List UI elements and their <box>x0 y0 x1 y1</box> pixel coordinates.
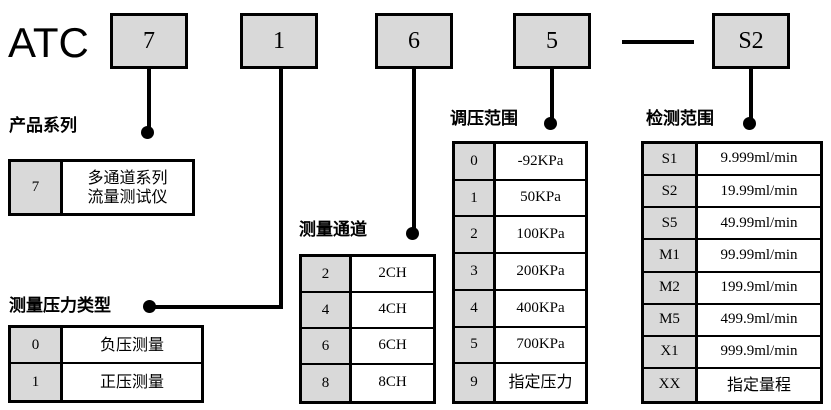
table-row[interactable]: X1 999.9ml/min <box>644 336 820 369</box>
table-row[interactable]: M1 99.99ml/min <box>644 240 820 273</box>
connector-dot-pressure-type <box>143 300 156 313</box>
table-cell-key: XX <box>644 368 698 401</box>
table-row[interactable]: 1 正压测量 <box>11 364 201 400</box>
table-cell-key: 6 <box>302 329 352 363</box>
table-cell-key: 4 <box>455 290 496 326</box>
table-cell-key: 7 <box>11 162 63 213</box>
table-cell-value: 8CH <box>352 365 433 401</box>
table-cell-value: 4CH <box>352 293 433 327</box>
table-cell-value: 99.99ml/min <box>698 240 820 271</box>
table-series: 7 多通道系列 流量测试仪 <box>8 159 195 216</box>
table-cell-key: S5 <box>644 208 698 239</box>
table-cell-key: 8 <box>302 365 352 401</box>
table-cell-value: 499.9ml/min <box>698 304 820 335</box>
table-row[interactable]: S2 19.99ml/min <box>644 176 820 209</box>
connector-line-detection-range <box>749 69 753 123</box>
table-cell-key: M2 <box>644 272 698 303</box>
table-cell-value: 400KPa <box>496 290 585 326</box>
table-row[interactable]: 4 400KPa <box>455 290 585 328</box>
table-cell-key: M1 <box>644 240 698 271</box>
table-cell-key: 3 <box>455 254 496 289</box>
table-row[interactable]: 5 700KPa <box>455 327 585 365</box>
section-title-channels: 测量通道 <box>299 220 367 240</box>
section-title-pressure-type: 测量压力类型 <box>9 296 111 316</box>
table-cell-key: 5 <box>455 327 496 363</box>
table-cell-value: 19.99ml/min <box>698 176 820 207</box>
code-box-channels[interactable]: 6 <box>375 13 453 69</box>
table-row[interactable]: 9 指定压力 <box>455 364 585 401</box>
table-row[interactable]: 3 200KPa <box>455 254 585 291</box>
code-box-detection-range[interactable]: S2 <box>712 13 790 69</box>
connector-dot-pressure-range <box>544 117 557 130</box>
table-row[interactable]: 0 -92KPa <box>455 144 585 181</box>
connector-line-channels <box>412 69 416 233</box>
table-row[interactable]: 2 100KPa <box>455 217 585 255</box>
separator-dash <box>622 40 694 44</box>
table-cell-value: 200KPa <box>496 254 585 289</box>
table-channels: 2 2CH 4 4CH 6 6CH 8 8CH <box>299 254 436 404</box>
connector-line-pressure-type-vertical <box>279 69 283 309</box>
table-row[interactable]: S1 9.999ml/min <box>644 144 820 177</box>
table-cell-value: 50KPa <box>496 180 585 216</box>
table-cell-key: X1 <box>644 336 698 367</box>
table-cell-value: 指定压力 <box>496 364 585 401</box>
brand-label: ATC <box>8 19 89 66</box>
table-cell-value: 正压测量 <box>63 364 201 400</box>
code-box-pressure-range[interactable]: 5 <box>513 13 591 69</box>
table-row[interactable]: M2 199.9ml/min <box>644 272 820 305</box>
table-cell-key: S2 <box>644 176 698 207</box>
code-box-pressure-type[interactable]: 1 <box>240 13 318 69</box>
table-pressure-range: 0 -92KPa 1 50KPa 2 100KPa 3 200KPa 4 400… <box>452 141 588 404</box>
connector-dot-detection-range <box>743 117 756 130</box>
table-cell-value: 2CH <box>352 257 433 291</box>
table-row[interactable]: XX 指定量程 <box>644 368 820 401</box>
table-row[interactable]: S5 49.99ml/min <box>644 208 820 241</box>
table-cell-key: 4 <box>302 293 352 327</box>
table-row[interactable]: 8 8CH <box>302 365 433 401</box>
table-cell-key: 1 <box>11 364 63 400</box>
section-title-pressure-range: 调压范围 <box>450 109 518 129</box>
table-cell-key: 9 <box>455 364 496 401</box>
table-cell-value: 49.99ml/min <box>698 208 820 239</box>
connector-line-pressure-range <box>550 69 554 123</box>
table-cell-value: 负压测量 <box>63 328 201 362</box>
table-cell-value: 999.9ml/min <box>698 336 820 367</box>
table-cell-value: 700KPa <box>496 327 585 363</box>
table-row[interactable]: 0 负压测量 <box>11 328 201 364</box>
table-cell-value: 9.999ml/min <box>698 144 820 175</box>
code-box-series[interactable]: 7 <box>110 13 188 69</box>
table-row[interactable]: 1 50KPa <box>455 180 585 218</box>
table-cell-key: S1 <box>644 144 698 175</box>
table-cell-key: M5 <box>644 304 698 335</box>
table-cell-key: 1 <box>455 180 496 216</box>
connector-dot-channels <box>406 227 419 240</box>
table-cell-key: 0 <box>455 144 496 179</box>
connector-dot-series <box>141 126 154 139</box>
table-pressure-type: 0 负压测量 1 正压测量 <box>8 325 204 403</box>
connector-line-series <box>147 69 151 132</box>
table-cell-value: -92KPa <box>496 144 585 179</box>
table-row[interactable]: M5 499.9ml/min <box>644 304 820 337</box>
table-cell-key: 0 <box>11 328 63 362</box>
table-cell-value: 6CH <box>352 329 433 363</box>
table-cell-value: 多通道系列 流量测试仪 <box>63 162 192 213</box>
section-title-detection-range: 检测范围 <box>646 109 714 129</box>
table-row[interactable]: 4 4CH <box>302 293 433 329</box>
table-row[interactable]: 7 多通道系列 流量测试仪 <box>11 162 192 213</box>
connector-line-pressure-type-horizontal <box>148 305 283 309</box>
table-detection-range: S1 9.999ml/min S2 19.99ml/min S5 49.99ml… <box>641 141 823 404</box>
table-cell-key: 2 <box>302 257 352 291</box>
table-row[interactable]: 6 6CH <box>302 329 433 365</box>
table-cell-value: 指定量程 <box>698 368 820 401</box>
table-cell-key: 2 <box>455 217 496 253</box>
table-row[interactable]: 2 2CH <box>302 257 433 293</box>
table-cell-value: 199.9ml/min <box>698 272 820 303</box>
section-title-series: 产品系列 <box>9 116 77 136</box>
table-cell-value: 100KPa <box>496 217 585 253</box>
